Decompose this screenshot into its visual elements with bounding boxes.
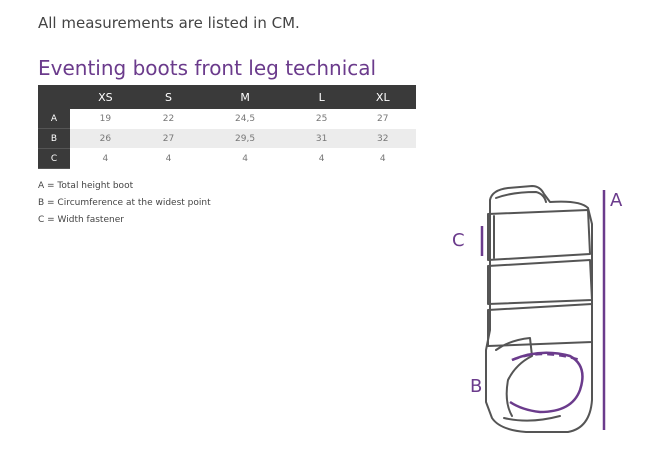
circumference-marker [509,351,584,414]
label-c: C [452,230,465,251]
table-cell: 4 [349,148,416,169]
boot-strap-middle [487,259,593,305]
table-cell: 32 [349,128,416,149]
row-label: B [38,128,70,149]
table-cell: 19 [70,109,141,129]
row-label: A [38,109,70,129]
table-cell: 24,5 [196,109,294,129]
table-row: A 19 22 24,5 25 27 [38,109,416,129]
measurements-note: All measurements are listed in CM. [38,14,300,32]
table-cell: 26 [70,128,141,149]
boot-outline [485,185,593,433]
boot-lower-panel [495,337,533,417]
size-table-header-row: XS S M L XL [38,85,416,109]
boot-strap-upper [487,209,591,261]
label-a: A [610,190,623,211]
measurement-legend: A = Total height boot B = Circumference … [38,178,211,229]
size-column-header: M [196,85,294,109]
table-cell: 4 [293,148,350,169]
table-cell: 31 [293,128,350,149]
label-b: B [470,376,483,397]
table-row: B 26 27 29,5 31 32 [38,128,416,149]
table-cell: 22 [140,109,197,129]
size-column-header: L [293,85,350,109]
table-cell: 27 [140,128,197,149]
table-corner-cell [38,85,70,109]
legend-item: A = Total height boot [38,181,134,191]
table-cell: 29,5 [196,128,294,149]
boot-top-ridge [495,191,547,203]
size-column-header: S [140,85,197,109]
table-cell: 4 [196,148,294,169]
boot-strap-lower [487,303,593,347]
table-cell: 27 [349,109,416,129]
size-column-header: XS [70,85,141,109]
row-label: C [38,148,70,169]
circumference-dashed [511,352,581,362]
page-title: Eventing boots front leg technical [38,56,377,80]
table-row: C 4 4 4 4 4 [38,148,416,169]
table-cell: 4 [140,148,197,169]
table-cell: 25 [293,109,350,129]
boot-diagram [480,185,606,433]
table-cell: 4 [70,148,141,169]
size-table: XS S M L XL A 19 22 24,5 25 27 B 26 27 2… [38,85,416,169]
size-column-header: XL [349,85,416,109]
legend-item: B = Circumference at the widest point [38,198,211,208]
legend-item: C = Width fastener [38,215,124,225]
